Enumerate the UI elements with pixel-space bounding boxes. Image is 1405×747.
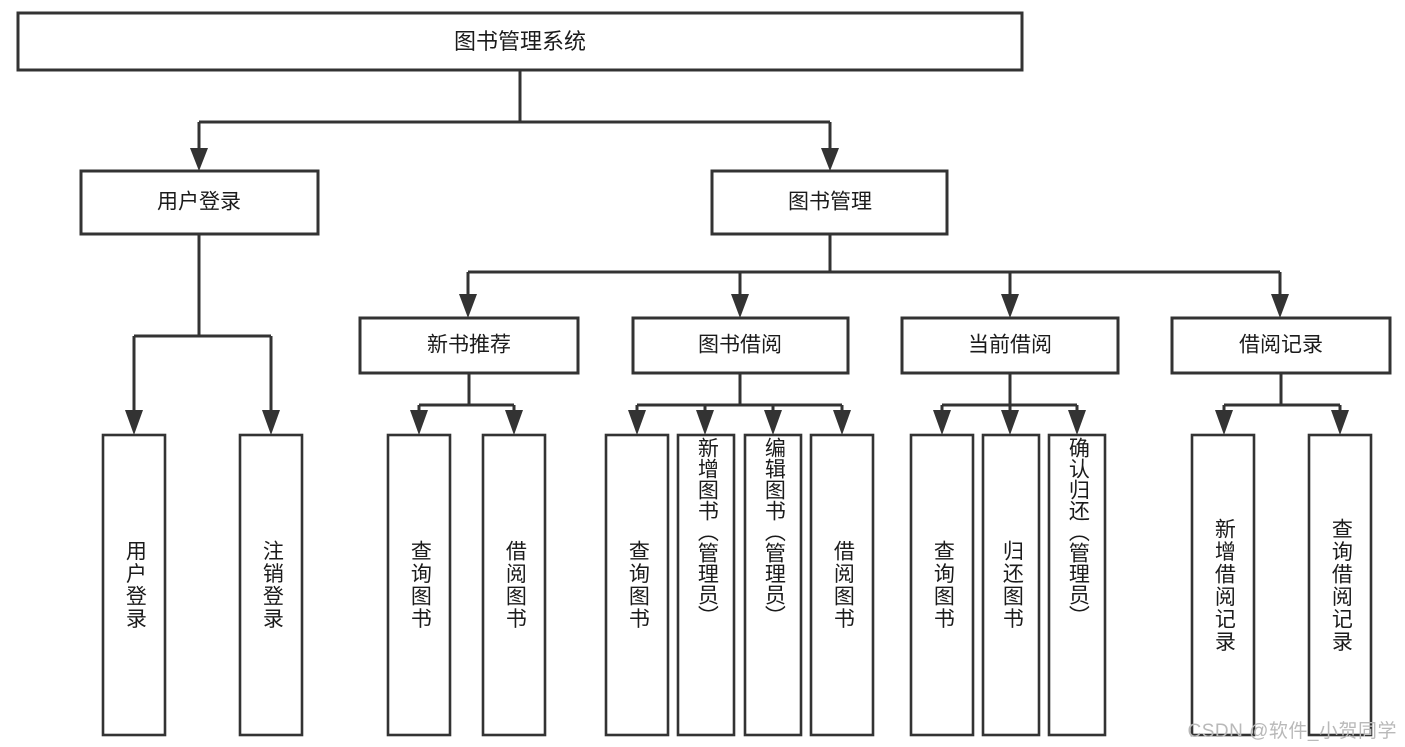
node-new-book-recommend[interactable]: 新书推荐 (358, 316, 580, 375)
node-user-login-label: 用户登录 (157, 191, 241, 214)
arrow-head-bb1 (505, 410, 523, 435)
node-current-borrow-box[interactable] (900, 316, 1120, 375)
node-new-book-recommend-label: 新书推荐 (427, 334, 511, 357)
arrow-head-qb1 (410, 410, 428, 435)
leaf-box-return-book[interactable] (981, 433, 1041, 737)
node-new-book-recommend-box[interactable] (358, 316, 580, 375)
node-book-manage-label: 图书管理 (788, 191, 872, 214)
connector-currentborrow-to-leaves (933, 373, 1086, 435)
arrow-head-addbook (696, 410, 714, 435)
arrow-head-borrowrecord (1271, 294, 1289, 318)
connector-root-to-level1 (190, 70, 839, 171)
node-borrow-record-label: 借阅记录 (1239, 334, 1323, 357)
arrow-head-qb2 (628, 410, 646, 435)
leaf-box-query-book-2[interactable] (604, 433, 670, 737)
arrow-head-returnbook (1001, 410, 1019, 435)
arrow-head-confirmreturn (1068, 410, 1086, 435)
node-root-box[interactable] (16, 11, 1024, 72)
node-user-login[interactable]: 用户登录 (79, 169, 320, 236)
leaf-box-borrow-book-1[interactable] (481, 433, 547, 737)
arrow-head-queryrecord (1331, 410, 1349, 435)
node-book-borrow-label: 图书借阅 (698, 334, 782, 357)
leaf-box-logout-login[interactable] (238, 433, 304, 737)
leaf-box-query-borrow-record[interactable] (1307, 433, 1373, 737)
arrow-head-newbook (459, 294, 477, 318)
leaf-box-add-book-admin[interactable] (676, 433, 736, 737)
arrow-head-addrecord (1215, 410, 1233, 435)
leaf-box-query-book-3[interactable] (909, 433, 975, 737)
node-book-borrow[interactable]: 图书借阅 (631, 316, 850, 375)
leaf-box-borrow-book-2[interactable] (809, 433, 875, 737)
leaf-box-edit-book-admin[interactable] (743, 433, 803, 737)
node-borrow-record-box[interactable] (1170, 316, 1392, 375)
leaf-box-query-book-1[interactable] (386, 433, 452, 737)
arrow-head-userlogin (190, 148, 208, 171)
csdn-watermark: CSDN @软件_小贺同学 (1187, 721, 1397, 742)
node-book-manage[interactable]: 图书管理 (710, 169, 949, 236)
leaf-box-user-login[interactable] (101, 433, 167, 737)
arrow-head-leaf-userlogin (125, 410, 143, 435)
node-current-borrow[interactable]: 当前借阅 (900, 316, 1120, 375)
arrow-head-bb2 (833, 410, 851, 435)
arrow-head-editbook (764, 410, 782, 435)
node-root-label: 图书管理系统 (454, 29, 586, 54)
node-current-borrow-label: 当前借阅 (968, 334, 1052, 357)
node-book-manage-box[interactable] (710, 169, 949, 236)
arrow-head-currentborrow (1001, 294, 1019, 318)
leaf-box-confirm-return-admin[interactable] (1047, 433, 1107, 737)
arrow-head-qb3 (933, 410, 951, 435)
node-root[interactable]: 图书管理系统 (16, 11, 1024, 72)
connector-bookmanage-to-level2 (459, 234, 1289, 318)
connector-userlogin-to-leaves (125, 234, 280, 435)
connector-newbook-to-leaves (410, 373, 523, 435)
arrow-head-bookmanage (821, 148, 839, 171)
node-book-borrow-box[interactable] (631, 316, 850, 375)
connector-borrowrecord-to-leaves (1215, 373, 1349, 435)
arrow-head-bookborrow (731, 294, 749, 318)
leaf-box-add-borrow-record[interactable] (1190, 433, 1256, 737)
node-borrow-record[interactable]: 借阅记录 (1170, 316, 1392, 375)
connector-bookborrow-to-leaves (628, 373, 851, 435)
arrow-head-leaf-logout (262, 410, 280, 435)
